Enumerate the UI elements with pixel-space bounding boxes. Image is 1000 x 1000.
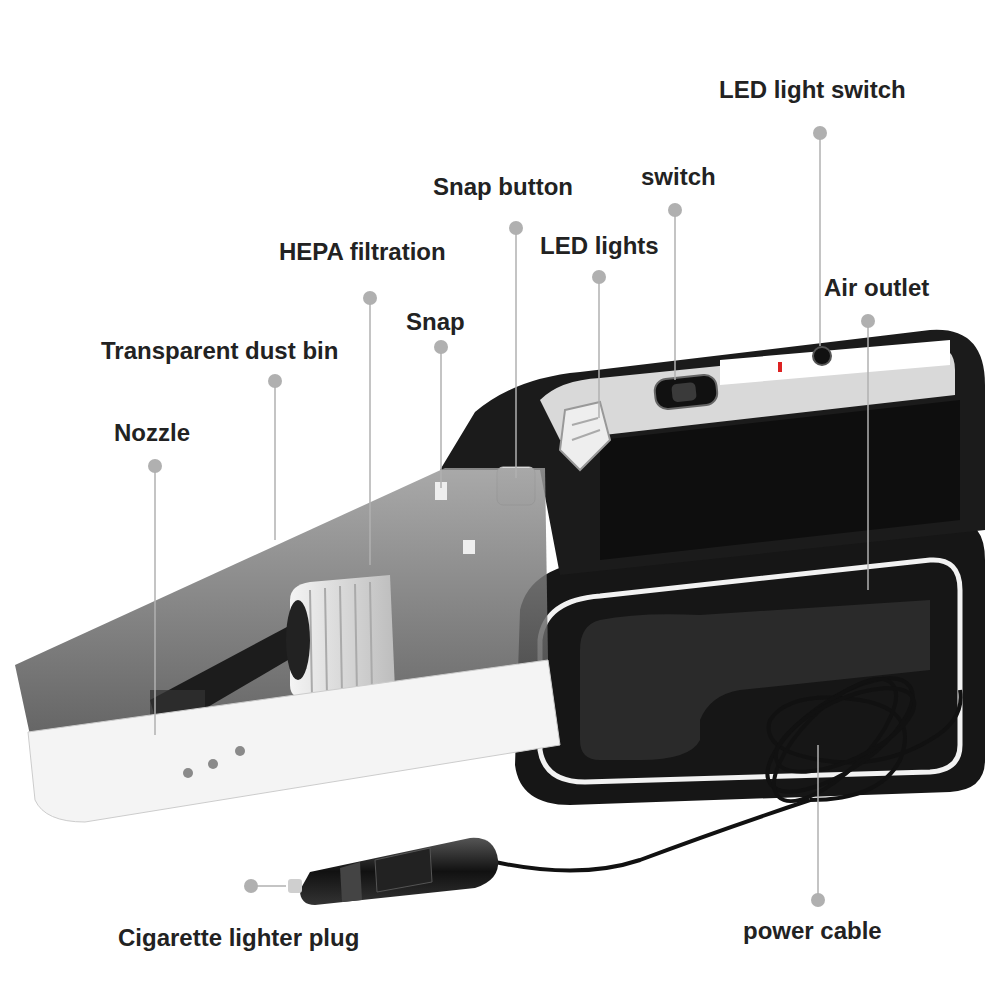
switch-knob [671,382,697,402]
plug-ring [340,862,362,902]
power-cable-coil [495,658,961,871]
part-label: Snap button [430,172,576,202]
part-label: power cable [740,916,885,946]
leader-lines [155,133,868,900]
part-label: Cigarette lighter plug [115,923,362,953]
part-label: Transparent dust bin [98,336,341,366]
cigarette-plug [300,838,498,905]
grip-top [600,400,960,560]
part-label: HEPA filtration [276,237,449,267]
part-label: LED lights [537,231,662,261]
vent-dot [235,746,245,756]
filter-pleats [310,582,372,697]
led-lamp [560,402,610,470]
part-label: Air outlet [821,273,932,303]
part-label: switch [638,162,719,192]
power-switch [654,374,719,410]
handle-trim [540,560,960,782]
snap-latch [463,540,475,554]
part-label: Snap [403,307,468,337]
filter-end [286,600,310,680]
plug-tip [288,879,302,893]
panel-highlight [720,340,950,385]
vent-dot [183,768,193,778]
part-label: Nozzle [111,418,193,448]
indicator-light [778,362,782,372]
part-label: LED light switch [716,75,909,105]
leader-dots [148,126,875,907]
plug-grip [375,848,432,892]
led-switch-button [813,347,831,365]
base-band [28,660,560,822]
led-lamp-lines [572,418,600,440]
vent-dot [208,759,218,769]
